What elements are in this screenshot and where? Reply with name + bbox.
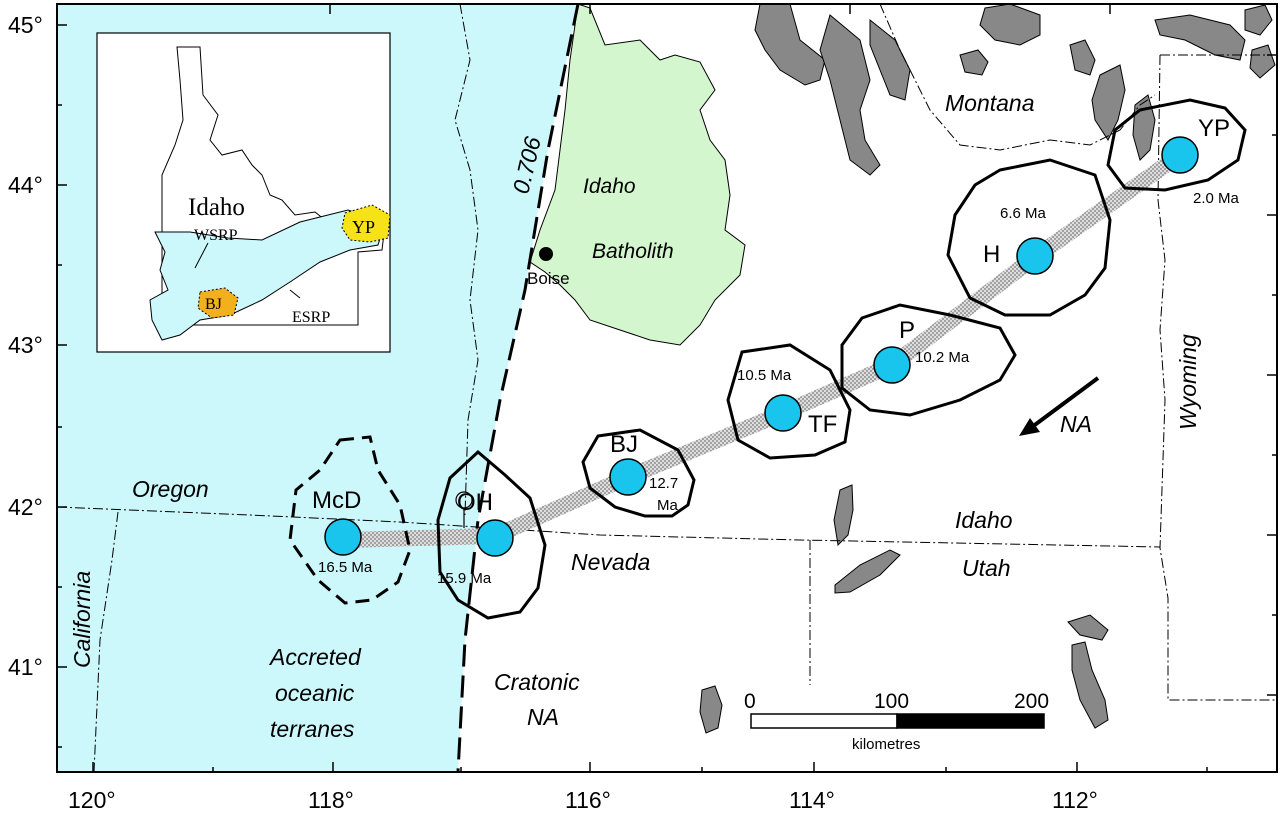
center-age-bj-line1: 12.7 [649,475,678,492]
scale-tick-100: 100 [874,690,909,713]
center-dot-bj [609,458,647,496]
lat-tick-45: 45° [8,12,43,38]
center-code-bj: BJ [610,431,638,458]
caldera-p [840,303,1017,417]
scale-bar: 0 100 200 kilometres [744,690,1049,753]
cratonic-label-line2: NA [527,704,559,730]
oceanic-label-line1: Accreted [268,644,362,670]
inset-wsrp-label: WSRP [194,227,238,244]
center-age-tf: 10.5 Ma [737,367,792,384]
center-dot-yp [1161,136,1199,174]
center-dot-h [1016,237,1054,275]
state-label-wyoming: Wyoming [1175,334,1201,430]
scale-tick-0: 0 [744,690,756,713]
lon-tick-112: 112° [1052,787,1098,813]
batholith-label-line1: Idaho [583,175,636,198]
oceanic-label-line3: terranes [270,716,355,742]
state-label-utah: Utah [962,555,1011,581]
scale-unit: kilometres [852,736,920,753]
center-age-bj-line2: Ma [657,497,678,514]
center-age-oh: 15.9 Ma [437,570,492,587]
inset-yp-label: YP [352,217,375,237]
center-age-p: 10.2 Ma [915,349,970,366]
map-frame [56,3,1278,773]
caldera-tf [726,343,852,460]
center-code-h: H [983,241,1000,268]
lat-tick-41: 41° [8,654,43,680]
lon-tick-120: 120° [68,787,116,813]
boise-label: Boise [527,269,570,288]
lon-tick-118: 118° [308,787,354,813]
isopleth-0706-line [456,3,580,773]
california-nevada-border [93,511,119,773]
caldera-h [946,158,1112,317]
caldera-yp [1106,98,1247,192]
lat-tick-42: 42° [8,494,43,520]
state-label-idaho: Idaho [955,507,1013,533]
lon-tick-114: 114° [789,787,835,813]
lat-tick-44: 44° [8,172,43,198]
center-code-oh: OH [457,489,493,516]
outcrops [699,4,1276,734]
caldera-oh [436,449,547,620]
axis-ticks [57,4,1277,772]
state-label-california: California [69,571,95,668]
state-label-oregon: Oregon [132,476,209,502]
inset-esrp-label: ESRP [292,309,330,326]
plate-motion-label: NA [1060,411,1092,437]
inset-bj-label: BJ [205,296,222,313]
center-code-yp: YP [1198,115,1230,142]
center-code-p: P [899,317,915,344]
center-age-yp: 2.0 Ma [1193,190,1240,207]
center-dot-p [873,346,911,384]
center-age-mcd: 16.5 Ma [318,559,373,576]
oregon-idaho-border [454,3,479,516]
state-label-nevada: Nevada [571,549,650,575]
center-code-tf: TF [808,411,837,438]
cratonic-label-line1: Cratonic [494,669,580,695]
scale-tick-200: 200 [1014,690,1049,713]
state-label-montana: Montana [945,90,1035,116]
lat-tick-43: 43° [8,332,43,358]
oceanic-label-line2: oceanic [275,680,355,706]
plate-motion-arrow [1019,376,1100,436]
wyoming-west-border [1157,54,1275,701]
hotspot-centers [324,136,1199,557]
caldera-outlines [288,98,1247,620]
center-dot-mcd [324,518,362,556]
center-code-mcd: McD [312,487,361,514]
inset-map: Idaho WSRP ESRP YP BJ [96,32,391,353]
center-dot-oh [476,519,514,557]
center-dot-tf [764,394,802,432]
center-age-h: 6.6 Ma [1000,205,1047,222]
caldera-bj [581,428,696,518]
idaho-batholith-region [529,4,746,346]
inset-yp-area [341,204,391,243]
boise-dot [539,247,553,261]
lon-tick-116: 116° [565,787,611,813]
inset-bj-area [197,287,239,319]
inset-state-label: Idaho [188,194,245,221]
caldera-mcd [288,435,412,605]
batholith-label-line2: Batholith [592,240,674,263]
